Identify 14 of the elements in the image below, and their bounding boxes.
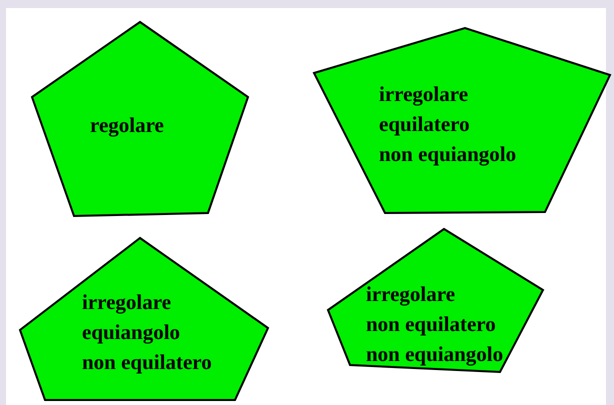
pentagon <box>313 27 611 214</box>
shape-label: non equilatero <box>82 349 212 376</box>
shape-label: non equiangolo <box>379 141 516 168</box>
shape-label: regolare <box>90 112 164 139</box>
shape-label: equiangolo <box>82 319 180 346</box>
pentagon <box>31 21 249 217</box>
shape-label: irregolare <box>366 281 456 308</box>
shape-label: non equiangolo <box>366 341 504 368</box>
shape-label: equilatero <box>379 111 470 138</box>
shape-label: irregolare <box>82 289 172 316</box>
shape-label: irregolare <box>379 81 468 108</box>
shape-label: non equilatero <box>366 311 496 338</box>
pentagon <box>327 228 544 373</box>
pentagon <box>19 237 269 401</box>
